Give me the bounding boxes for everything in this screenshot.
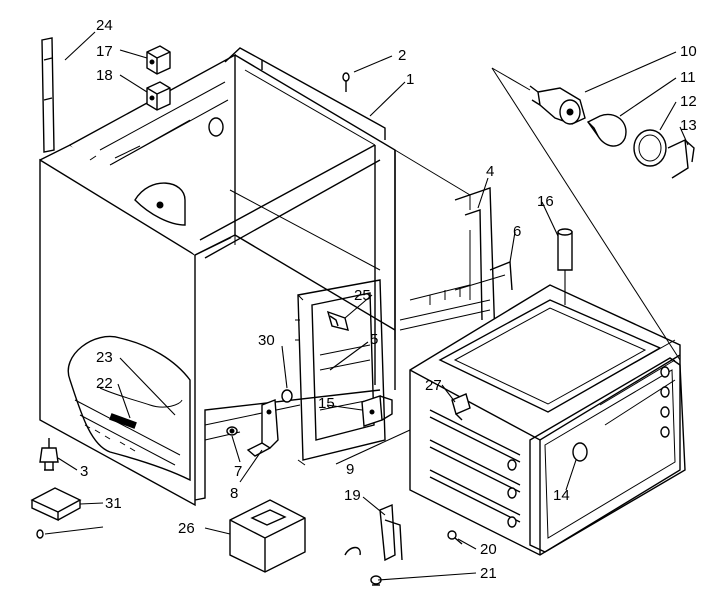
callout-10: 10: [680, 43, 697, 60]
callout-23: 23: [96, 349, 113, 366]
callout-21: 21: [480, 565, 497, 582]
cabinet-body: [39, 47, 471, 507]
callout-18: 18: [96, 67, 113, 84]
callout-22: 22: [96, 375, 113, 392]
part-15-bracket: [361, 395, 393, 427]
part-8-hinge: [246, 399, 279, 457]
callout-4: 4: [486, 163, 494, 180]
callout-20: 20: [480, 541, 497, 558]
callout-labels: 24 17 18 2 1 10 11 12 13 4 16 6 25 5 30 …: [80, 17, 697, 582]
part-31-screw: [36, 529, 44, 539]
part-7-screw: [226, 426, 238, 436]
callout-13: 13: [680, 117, 697, 134]
callout-30: 31: [105, 495, 122, 512]
callout-12: 12: [680, 93, 697, 110]
callout-27: 27: [425, 377, 442, 394]
part-2-screw: [342, 72, 350, 92]
callout-5: 5: [370, 331, 378, 348]
front-frame: [295, 279, 386, 466]
part-19-hinge: [344, 503, 403, 562]
part-25-igniter: [326, 310, 349, 331]
callout-14: 14: [553, 487, 570, 504]
part-20-screw: [447, 530, 463, 545]
part-29-pin: [281, 389, 293, 403]
part-24-bracket: [41, 37, 55, 153]
leader-lines: [44, 31, 689, 581]
part-18-cap: [146, 81, 171, 111]
part-21-screw: [370, 575, 382, 586]
callout-24: 24: [96, 17, 113, 34]
callout-1: 1: [406, 71, 414, 88]
part-17-cap: [146, 45, 171, 75]
callout-11: 11: [680, 69, 696, 86]
callout-6: 6: [513, 223, 521, 240]
part-3-leg: [39, 438, 59, 471]
callout-15: 15: [318, 395, 335, 412]
callout-9: 9: [346, 461, 354, 478]
light-assembly: [491, 67, 695, 361]
callout-3: 3: [80, 463, 88, 480]
part-30-bracket: [30, 487, 82, 522]
cutaway-wiring: [67, 335, 191, 482]
callout-29: 30: [258, 332, 275, 349]
part-26-box: [229, 499, 306, 573]
part-9-oven-cavity: [409, 284, 686, 556]
callout-8: 8: [230, 485, 238, 502]
callout-26: 26: [178, 520, 195, 537]
callout-16: 16: [537, 193, 554, 210]
part-27-clip: [451, 393, 471, 421]
part-16-pin: [557, 228, 573, 305]
callout-2: 2: [398, 47, 406, 64]
callout-19: 19: [344, 487, 361, 504]
callout-17: 17: [96, 43, 113, 60]
callout-25: 25: [354, 287, 371, 304]
part-4-frame: [399, 187, 496, 341]
part-6-channel: [454, 260, 513, 291]
callout-7: 7: [234, 463, 242, 480]
